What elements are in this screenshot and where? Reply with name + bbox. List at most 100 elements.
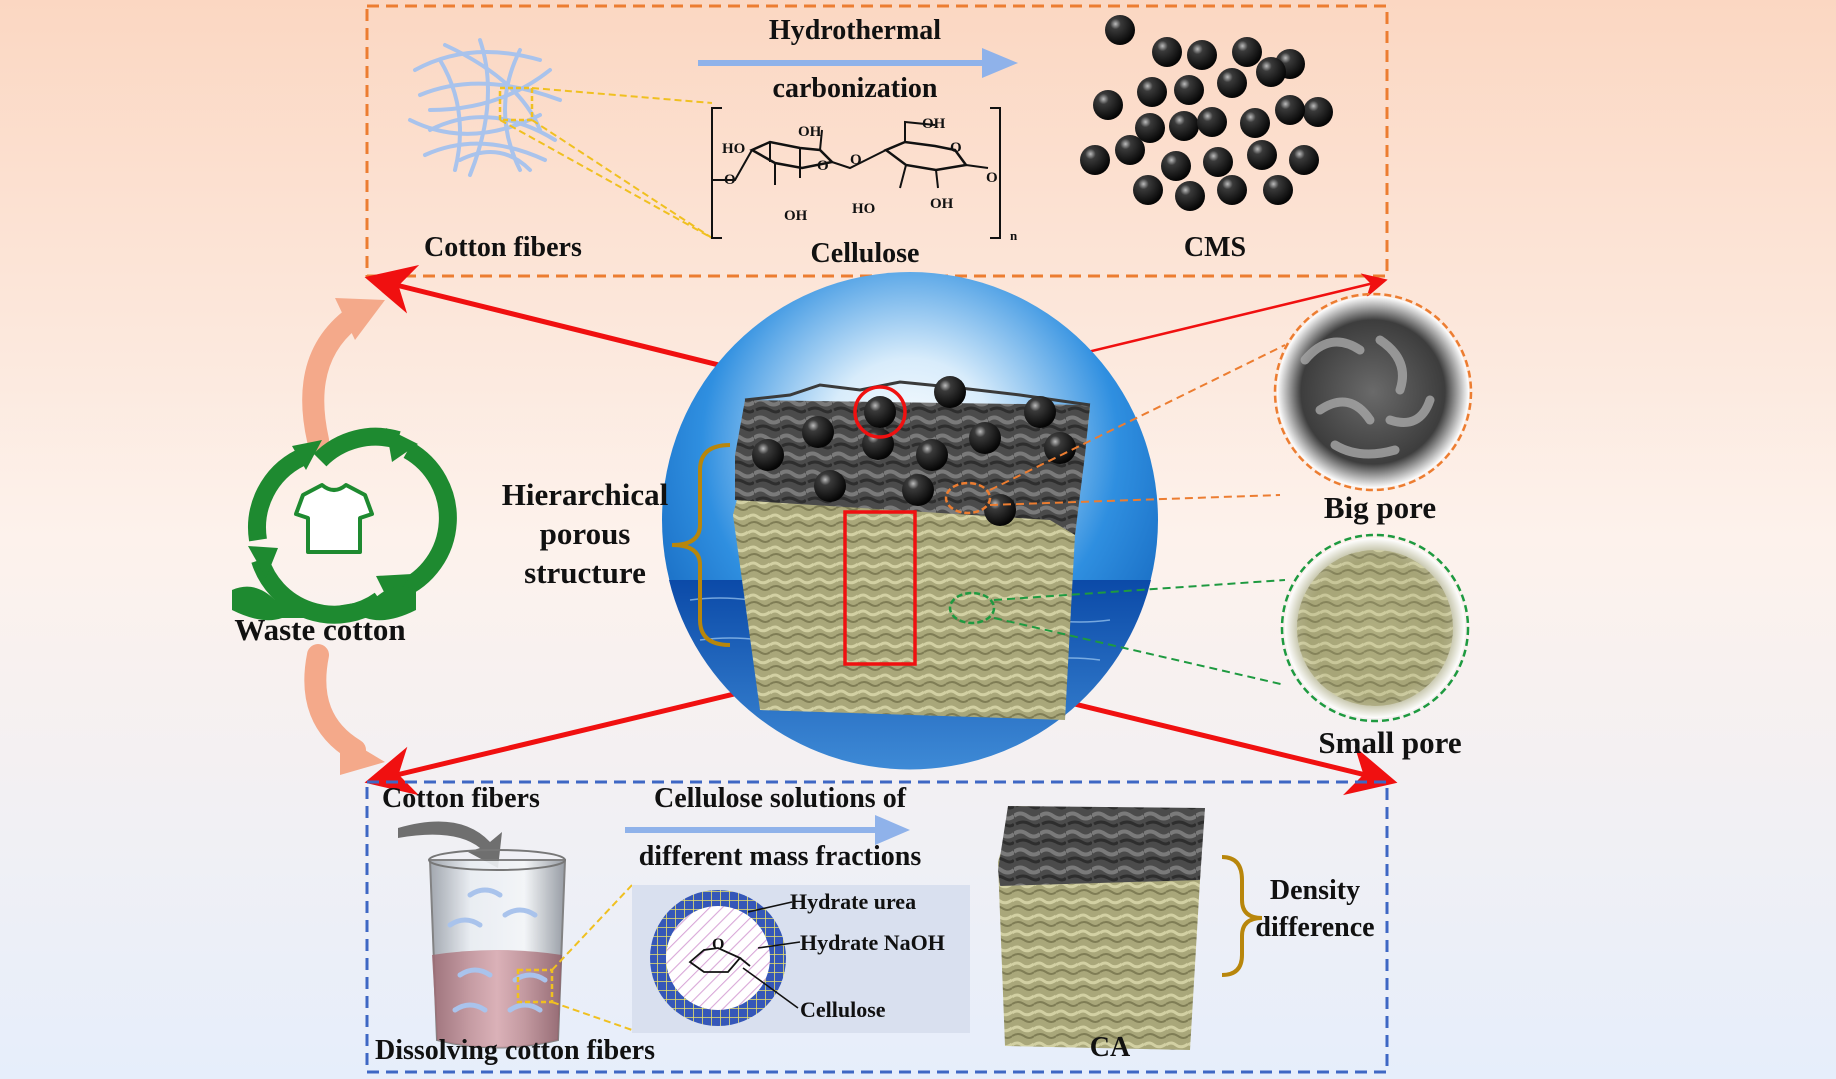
microsphere-19	[1203, 147, 1233, 177]
big-pore-ring	[1273, 292, 1473, 492]
bottom-process-line1: Cellulose solutions of	[653, 783, 907, 814]
small-pore-texture	[1297, 550, 1453, 706]
chem-ho-1: HO	[722, 141, 746, 157]
microsphere-26	[1263, 175, 1293, 205]
density-label-1: Density	[1269, 875, 1361, 906]
microsphere-7	[1137, 77, 1167, 107]
process-arrow-top	[698, 48, 1018, 78]
chem-oh-2: OH	[922, 116, 946, 132]
hatch-core	[666, 906, 770, 1010]
microsphere-6	[1093, 90, 1123, 120]
cms-label: CMS	[1183, 232, 1247, 263]
chem-n: n	[1010, 228, 1018, 243]
big-pore-pointers	[989, 344, 1286, 506]
dissolution-pointers	[742, 901, 801, 1009]
microsphere-22	[1080, 145, 1110, 175]
t-shirt-icon	[294, 483, 374, 554]
hydrate-naoh-label: Hydrate NaOH	[800, 930, 945, 955]
block-microsphere-1	[864, 396, 896, 428]
orange-highlight-ellipse	[944, 481, 992, 515]
block-microsphere-2	[934, 376, 966, 408]
cellulose-label: Cellulose	[810, 238, 920, 269]
block-microsphere-4	[752, 439, 784, 471]
bottom-process-line2: different mass fractions	[638, 841, 922, 872]
hierarchical-label-3: structure	[524, 555, 646, 590]
hands-icon	[232, 586, 416, 621]
salmon-arrowhead-up	[335, 298, 385, 340]
big-pore-texture	[1300, 335, 1435, 459]
cotton-fiber-tangle-top	[408, 38, 562, 177]
block-microsphere-5	[802, 416, 834, 448]
salmon-arrowhead-down	[340, 735, 385, 775]
bottom-cotton-fibers-label: Cotton fibers	[382, 783, 540, 814]
bottom-panel-frame	[365, 780, 1389, 1074]
block-microsphere-11	[902, 474, 934, 506]
chem-o-ring-2: O	[950, 140, 962, 156]
red-highlight-circle	[853, 385, 907, 439]
microsphere-13	[1169, 111, 1199, 141]
density-label-2: difference	[1255, 912, 1375, 943]
big-pore-image	[1277, 296, 1469, 488]
chem-oh-1: OH	[798, 124, 822, 140]
microsphere-4	[1232, 37, 1262, 67]
microsphere-20	[1247, 140, 1277, 170]
microsphere-10	[1256, 57, 1286, 87]
chem-o-right: O	[986, 170, 998, 186]
microsphere-1	[1105, 15, 1135, 45]
microsphere-15	[1240, 108, 1270, 138]
process-arrow-bottom	[625, 815, 910, 845]
microsphere-14	[1197, 107, 1227, 137]
microsphere-24	[1175, 181, 1205, 211]
small-pore-label: Small pore	[1318, 725, 1462, 760]
small-pore-pointers	[993, 579, 1286, 686]
porous-block	[733, 380, 1091, 720]
ca-block	[998, 806, 1205, 1050]
dissolution-cellulose-label: Cellulose	[800, 997, 886, 1022]
microsphere-25	[1217, 175, 1247, 205]
hydrate-urea-label: Hydrate urea	[790, 889, 917, 914]
microsphere-18	[1161, 151, 1191, 181]
block-microsphere-3	[1024, 396, 1056, 428]
block-microsphere-12	[984, 494, 1016, 526]
hierarchical-label-1: Hierarchical	[501, 477, 669, 512]
microsphere-21	[1289, 145, 1319, 175]
big-pore-label: Big pore	[1323, 490, 1437, 525]
zoom-lines-bottom	[551, 884, 633, 1031]
top-process-line2: carbonization	[772, 73, 938, 104]
microsphere-12	[1135, 113, 1165, 143]
zoom-box-bottom	[516, 968, 554, 1004]
waste-cotton-label: Waste cotton	[234, 612, 406, 647]
chem-oh-4: OH	[930, 196, 954, 212]
microsphere-17	[1115, 135, 1145, 165]
cms-particles	[1080, 15, 1333, 211]
cellulose-ring-glyph	[688, 947, 751, 973]
pour-arrow	[398, 821, 502, 868]
small-pore-ring	[1280, 533, 1470, 723]
block-microsphere-8	[969, 422, 1001, 454]
hierarchical-brace	[671, 443, 731, 647]
microsphere-8	[1174, 75, 1204, 105]
microsphere-2	[1152, 37, 1182, 67]
chem-oh-3: OH	[784, 208, 808, 224]
microsphere-16	[1275, 95, 1305, 125]
density-brace	[1221, 855, 1263, 977]
green-highlight-ellipse	[948, 591, 996, 625]
microsphere-23	[1133, 175, 1163, 205]
block-microsphere-9	[1044, 432, 1076, 464]
microsphere-11	[1303, 97, 1333, 127]
red-highlight-rect	[843, 510, 917, 666]
zoom-box-top	[498, 86, 534, 122]
top-cotton-fibers-label: Cotton fibers	[424, 232, 582, 263]
chem-o-left: O	[724, 172, 736, 188]
microsphere-9	[1217, 68, 1247, 98]
ring-o-label: O	[712, 936, 725, 953]
microsphere-3	[1187, 40, 1217, 70]
chem-o-link: O	[850, 152, 862, 168]
chem-ho-2: HO	[852, 201, 876, 217]
dissolving-label: Dissolving cotton fibers	[375, 1035, 655, 1066]
block-microsphere-10	[814, 470, 846, 502]
zoom-lines-top	[499, 87, 713, 239]
ca-label: CA	[1089, 1032, 1131, 1063]
cellulose-structure	[711, 107, 1001, 239]
